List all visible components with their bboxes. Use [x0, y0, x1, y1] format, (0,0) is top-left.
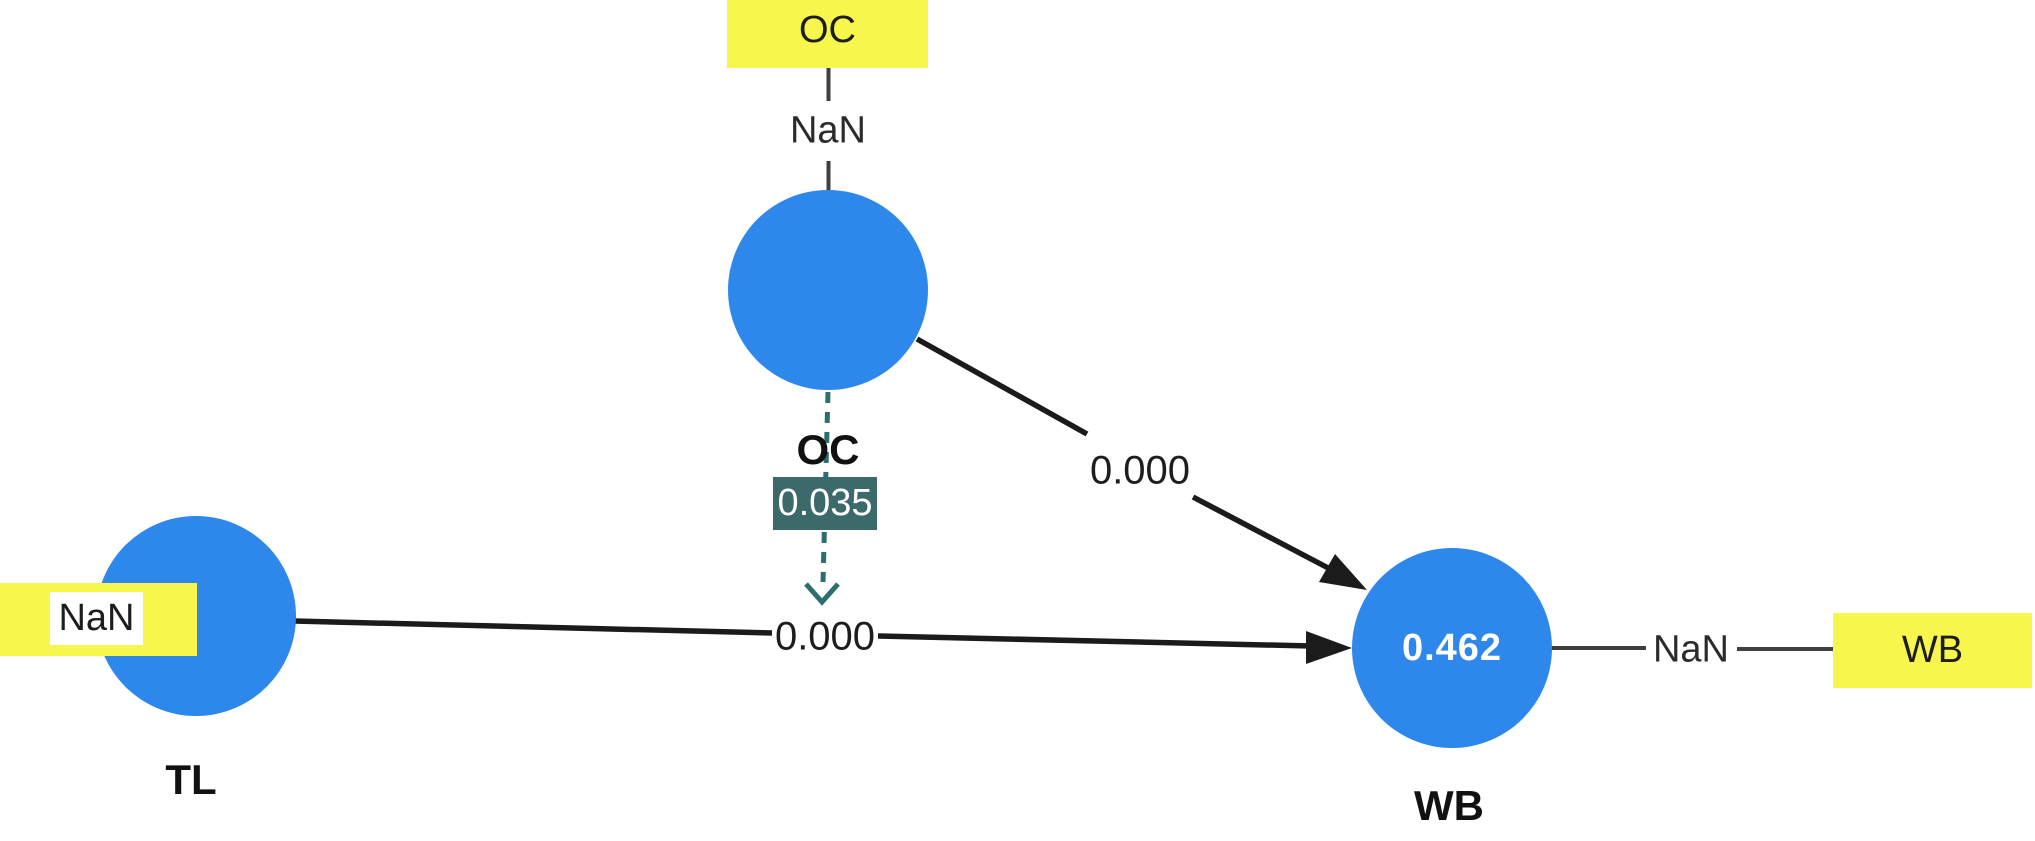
indicator-box-oc-label: OC	[799, 9, 856, 51]
path-coefficient-tl-wb[interactable]: 0.000	[774, 614, 876, 659]
dashed-arrowhead[interactable]	[804, 582, 840, 606]
latent-node-oc[interactable]	[728, 190, 928, 390]
path-tl-wb-line-left[interactable]	[293, 618, 773, 636]
node-caption-tl: TL	[165, 756, 217, 803]
path-coefficient-oc-wb[interactable]: 0.000	[1089, 448, 1191, 493]
loading-value-wb[interactable]: NaN	[1652, 628, 1730, 671]
node-caption-oc: OC	[796, 426, 860, 473]
indicator-box-wb[interactable]: WB	[1833, 613, 2032, 688]
indicator-box-wb-label: WB	[1901, 629, 1964, 671]
node-wb-value: 0.462	[1401, 626, 1503, 669]
indicator-label-highlight[interactable]: NaN	[50, 592, 143, 645]
path-tl-wb-line-right[interactable]	[877, 633, 1312, 649]
path-oc-wb-line-lower[interactable]	[1191, 494, 1334, 573]
indicator-box-tl-label: NaN	[58, 597, 135, 639]
node-caption-wb: WB	[1414, 782, 1484, 829]
stat-value: 0.035	[777, 482, 873, 524]
path-oc-wb-arrowhead[interactable]	[1319, 554, 1367, 590]
stat-box[interactable]: 0.035	[773, 477, 877, 530]
latent-node-wb[interactable]: 0.462	[1352, 548, 1552, 748]
path-tl-wb-arrowhead[interactable]	[1306, 631, 1352, 664]
loading-value-oc[interactable]: NaN	[789, 109, 867, 152]
indicator-box-tl[interactable]: NaN	[0, 583, 197, 656]
path-oc-wb-line-upper[interactable]	[915, 336, 1089, 437]
indicator-box-oc[interactable]: OC	[727, 0, 928, 68]
